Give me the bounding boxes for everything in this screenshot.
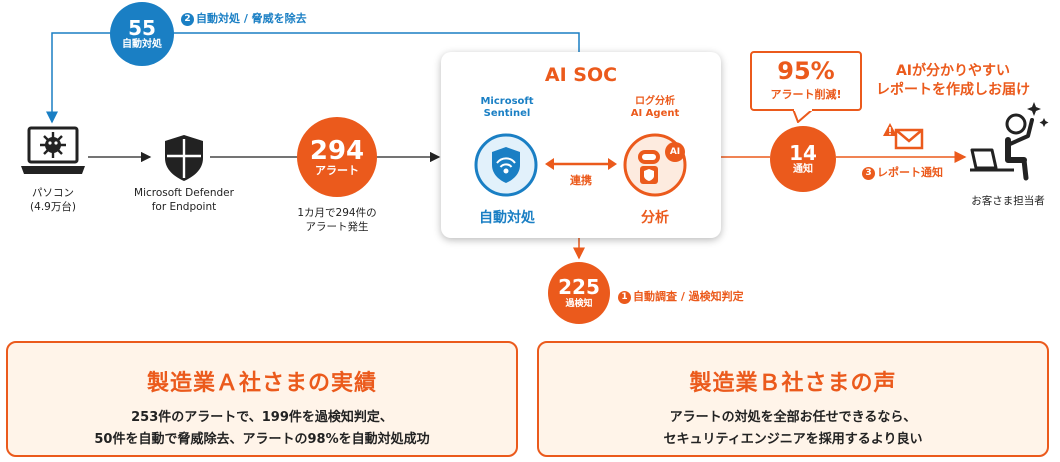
callout-pointer (792, 109, 814, 123)
reduction-percent: 95% (777, 57, 835, 85)
pc-label: パソコン (4.9万台) (30, 187, 76, 213)
ai-chip-badge: AI (665, 142, 685, 162)
step-badge-1: 1 (618, 291, 631, 304)
alerts-label: アラート (315, 164, 359, 177)
agent-action: 分析 (641, 210, 669, 226)
bidirectional-arrow-icon (545, 158, 617, 170)
false-positive-count: 225 (558, 275, 600, 299)
sentinel-action: 自動対処 (479, 210, 535, 226)
notify-count: 14 (789, 141, 817, 165)
ai-agent-robot-icon (623, 133, 687, 197)
auto-response-count-circle: 55 自動対処 (110, 2, 174, 66)
case-b-card: 製造業Ｂ社さまの声 アラートの対処を全部お任せできるなら、 セキュリティエンジニ… (537, 341, 1049, 457)
case-a-title: 製造業Ａ社さまの実績 (146, 371, 377, 396)
false-positive-label: 過検知 (565, 299, 593, 309)
step-badge-2: 2 (181, 13, 194, 26)
link-label: 連携 (570, 174, 592, 187)
auto-response-label: 自動対処 (122, 39, 162, 50)
mail-alert-icon (883, 123, 924, 150)
report-headline: AIが分かりやすい レポートを作成しお届け (876, 63, 1030, 98)
sentinel-label: Microsoft Sentinel (480, 96, 534, 119)
reduction-callout: 95% アラート削減! (750, 51, 862, 111)
laptop-virus-icon (21, 126, 85, 174)
reduction-label: アラート削減! (770, 88, 842, 101)
defender-label: Microsoft Defender for Endpoint (134, 187, 234, 213)
case-a-card: 製造業Ａ社さまの実績 253件のアラートで、199件を過検知判定、 50件を自動… (6, 341, 518, 457)
false-positive-count-circle: 225 過検知 (548, 262, 610, 324)
case-b-body: アラートの対処を全部お任せできるなら、 セキュリティエンジニアを採用するより良い (663, 410, 923, 447)
agent-label: ログ分析 AI Agent (630, 96, 680, 119)
ai-soc-title: AI SOC (544, 64, 618, 86)
notify-label: 通知 (793, 164, 813, 175)
auto-response-loop-line (46, 32, 580, 124)
sentinel-icon (474, 133, 538, 197)
alerts-note: 1カ月で294件の アラート発生 (297, 207, 377, 233)
case-b-title: 製造業Ｂ社さまの声 (689, 371, 897, 396)
case-a-body: 253件のアラートで、199件を過検知判定、 50件を自動で脅威除去、アラートの… (94, 410, 430, 447)
notify-count-circle: 14 通知 (770, 126, 836, 192)
step-badge-3: 3 (862, 167, 875, 180)
customer-label: お客さま担当者 (971, 195, 1045, 207)
customer-person-icon (970, 102, 1049, 181)
alerts-count: 294 (309, 136, 365, 166)
defender-shield-icon (165, 135, 203, 181)
alerts-count-circle: 294 アラート (297, 117, 377, 197)
auto-response-count: 55 (128, 16, 156, 40)
ai-soc-box: AI SOC Microsoft Sentinel 自動対処 連携 ログ分析 A… (441, 52, 721, 238)
